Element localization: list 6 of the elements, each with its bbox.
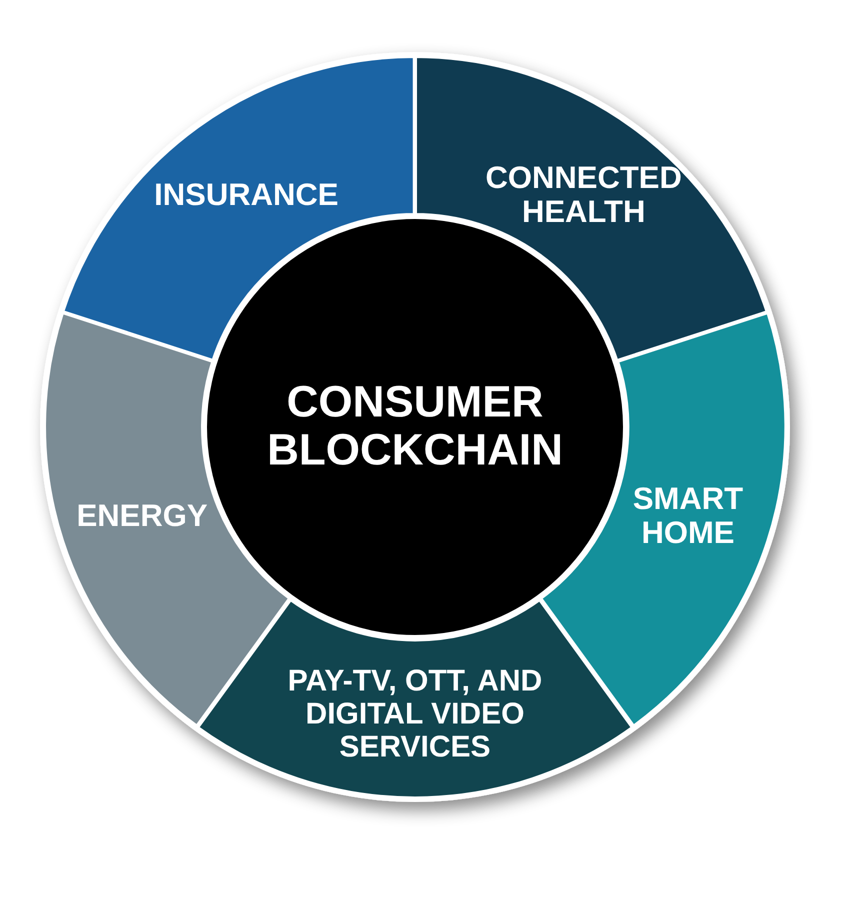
segment-label: PAY-TV, OTT, AND DIGITAL VIDEO SERVICES xyxy=(286,664,544,764)
segment-label: CONNECTED HEALTH xyxy=(484,160,683,229)
segment-label: INSURANCE xyxy=(153,178,340,212)
center-label: CONSUMER BLOCKCHAIN xyxy=(266,378,564,476)
segment-label: SMART HOME xyxy=(632,482,744,550)
segment-label: ENERGY xyxy=(76,498,208,533)
